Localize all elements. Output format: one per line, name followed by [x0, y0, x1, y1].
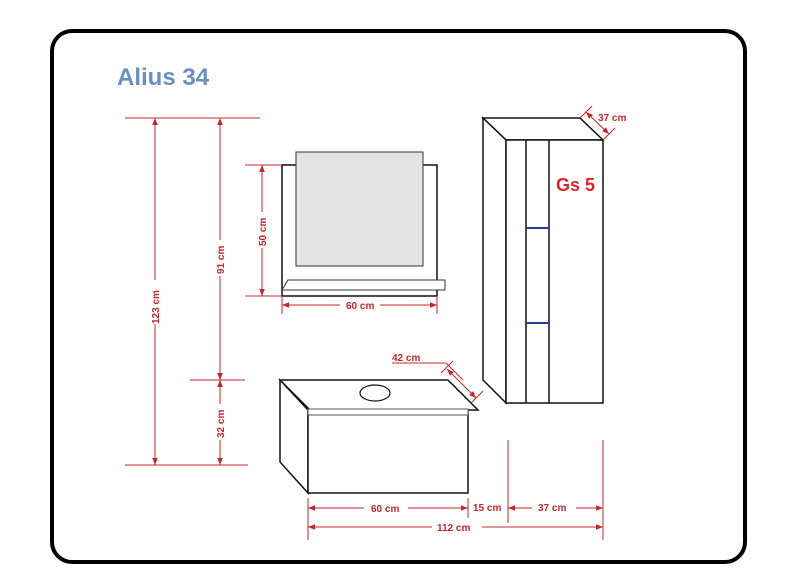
sink-basin [359, 384, 391, 402]
mirror-shelf [281, 279, 446, 291]
total-width-label: 112 cm [437, 523, 470, 534]
mirror-height-label: 50 cm [258, 218, 269, 246]
cabinet-height-label: 32 cm [216, 410, 227, 438]
mirror-glass [295, 151, 424, 267]
model-label: Gs 5 [556, 175, 595, 195]
tall-depth-label: 37 cm [598, 113, 626, 124]
gap-width-label: 15 cm [473, 503, 501, 514]
mirror-width-label: 60 cm [346, 301, 374, 312]
diagram-title: Alius 34 [117, 64, 210, 91]
tall-cabinet: Gs 5 37 cm [481, 105, 626, 405]
total-height-label: 123 cm [151, 290, 162, 324]
vanity-cabinet: 42 cm [278, 353, 484, 495]
tall-width-label: 37 cm [538, 503, 566, 514]
cabinet-depth-label: 42 cm [392, 353, 420, 364]
width-dimensions: 60 cm 15 cm 37 cm 112 cm [307, 440, 604, 540]
height-dimensions: 123 cm 91 cm 32 cm [125, 117, 260, 466]
cabinet-width-label: 60 cm [371, 504, 399, 515]
mirror-zone-height-label: 91 cm [216, 246, 227, 274]
mirror-unit: 50 cm 60 cm [245, 151, 446, 314]
countertop-edge [307, 408, 469, 416]
